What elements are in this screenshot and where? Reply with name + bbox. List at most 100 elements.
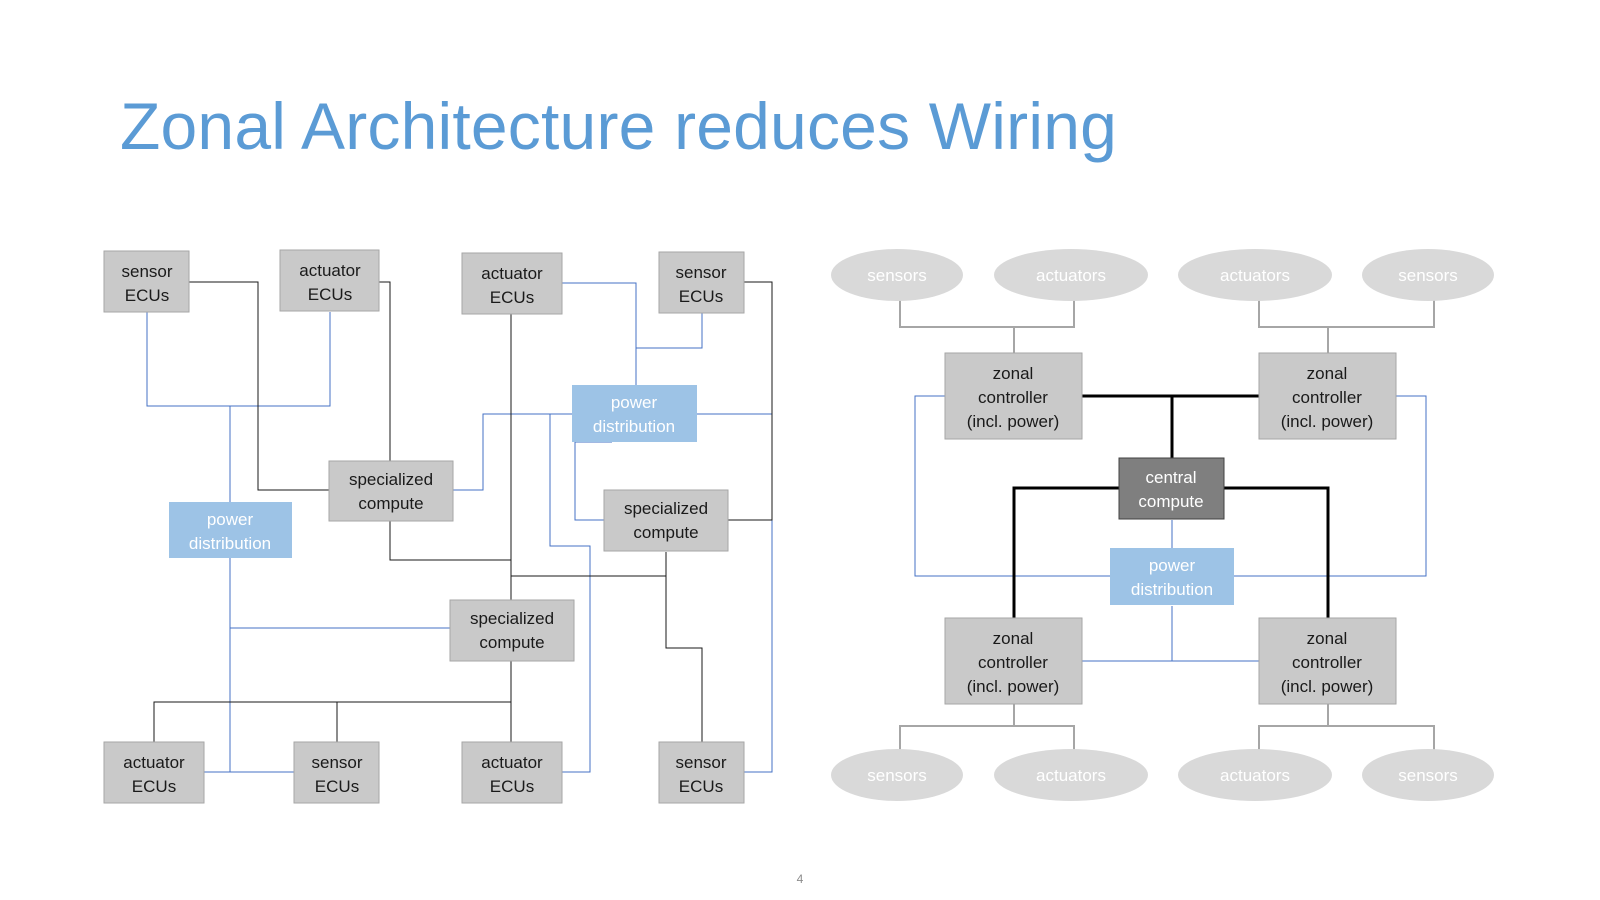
sc-label-line1: specialized <box>470 609 554 628</box>
specialized-compute-box: specialized compute <box>449 599 575 662</box>
wire <box>697 413 773 773</box>
zc-label-line3: (incl. power) <box>1281 412 1374 431</box>
ecu-box: actuator ECUs <box>103 741 205 804</box>
actuators-oval: actuators <box>1178 249 1332 301</box>
oval-label: sensors <box>867 766 927 785</box>
oval-label: sensors <box>1398 266 1458 285</box>
oval-label: actuators <box>1220 266 1290 285</box>
sensors-oval: sensors <box>831 249 963 301</box>
left-power-distribution: power distribution power distribution <box>169 385 697 558</box>
wire <box>549 414 591 773</box>
sensors-oval: sensors <box>1362 249 1494 301</box>
ecu-box: actuator ECUs <box>279 249 380 312</box>
actuators-oval: actuators <box>1178 749 1332 801</box>
wire <box>189 281 329 491</box>
oval-label: actuators <box>1036 766 1106 785</box>
zonal-controller-box: zonal controller (incl. power) <box>944 352 1083 440</box>
zc-label-line2: controller <box>978 653 1048 672</box>
wire <box>562 282 637 385</box>
zonal-controller-box: zonal controller (incl. power) <box>1258 617 1397 705</box>
sensors-oval: sensors <box>831 749 963 801</box>
central-compute-box: central compute <box>1118 457 1225 520</box>
power-distribution-box: power distribution <box>572 385 697 442</box>
ecu-label-line1: sensor <box>675 753 726 772</box>
zc-label-line2: controller <box>1292 388 1362 407</box>
sensors-oval: sensors <box>1362 749 1494 801</box>
wire <box>1012 486 1119 619</box>
power-distribution-box: power distribution <box>169 502 292 558</box>
ecu-label-line1: sensor <box>311 753 362 772</box>
ecu-label-line2: ECUs <box>315 777 359 796</box>
pd-label-line1: power <box>611 393 658 412</box>
ecu-box: sensor ECUs <box>293 741 380 804</box>
left-bottom-row: actuator ECUs sensor ECUs actuator ECUs … <box>103 741 745 804</box>
left-top-row: sensor ECUs actuator ECUs actuator ECUs … <box>103 249 745 315</box>
oval-label: sensors <box>867 266 927 285</box>
sc-label-line2: compute <box>633 523 698 542</box>
cc-label-line2: compute <box>1138 492 1203 511</box>
wire <box>728 281 773 521</box>
sc-label-line2: compute <box>479 633 544 652</box>
wire <box>453 413 572 491</box>
zc-label-line3: (incl. power) <box>967 412 1060 431</box>
ecu-label-line1: actuator <box>481 753 543 772</box>
oval-label: sensors <box>1398 766 1458 785</box>
wire <box>636 312 703 349</box>
ecu-label-line2: ECUs <box>490 288 534 307</box>
wire <box>1224 486 1330 619</box>
zonal-controller-box: zonal controller (incl. power) <box>944 617 1083 705</box>
ecu-box: actuator ECUs <box>461 252 563 315</box>
sc-label-line1: specialized <box>624 499 708 518</box>
ecu-label-line1: actuator <box>123 753 185 772</box>
wire <box>389 520 511 561</box>
left-specialized-compute: specialized compute specialized compute … <box>328 460 729 662</box>
actuators-oval: actuators <box>994 749 1148 801</box>
ecu-label-line2: ECUs <box>679 287 723 306</box>
wire <box>379 281 391 462</box>
zc-label-line1: zonal <box>993 364 1034 383</box>
ecu-box: sensor ECUs <box>103 250 190 313</box>
ecu-box: sensor ECUs <box>658 741 745 804</box>
ecu-label-line2: ECUs <box>308 285 352 304</box>
sc-label-line1: specialized <box>349 470 433 489</box>
zonal-controllers: zonal controller (incl. power) zonal con… <box>944 352 1397 705</box>
right-bottom-ovals: sensors actuators actuators sensors <box>831 749 1494 801</box>
pd-label-line2: distribution <box>189 534 271 553</box>
wire <box>1234 395 1427 577</box>
zc-label-line2: controller <box>978 388 1048 407</box>
ecu-label-line2: ECUs <box>125 286 169 305</box>
actuators-oval: actuators <box>994 249 1148 301</box>
wire <box>665 576 703 742</box>
wire <box>230 312 331 407</box>
ecu-label-line2: ECUs <box>679 777 723 796</box>
power-distribution-box: power distribution <box>1110 548 1234 605</box>
wire <box>146 312 230 407</box>
ecu-label-line1: sensor <box>675 263 726 282</box>
pd-label-line1: power <box>1149 556 1196 575</box>
oval-label: actuators <box>1036 266 1106 285</box>
oval-label: actuators <box>1220 766 1290 785</box>
specialized-compute-box: specialized compute <box>328 460 454 522</box>
wire <box>1258 300 1435 328</box>
pd-label-line1: power <box>207 510 254 529</box>
ecu-box: actuator ECUs <box>461 741 563 804</box>
ecu-label-line1: actuator <box>481 264 543 283</box>
zc-label-line1: zonal <box>993 629 1034 648</box>
wire <box>229 558 294 773</box>
ecu-label-line1: actuator <box>299 261 361 280</box>
page-number: 4 <box>796 872 804 886</box>
specialized-compute-box: specialized compute <box>603 489 729 552</box>
left-wiring <box>146 281 773 773</box>
zc-label-line1: zonal <box>1307 629 1348 648</box>
pd-label-line2: distribution <box>1131 580 1213 599</box>
wire <box>153 701 511 742</box>
zc-label-line3: (incl. power) <box>967 677 1060 696</box>
pd-label-line2: distribution <box>593 417 675 436</box>
cc-label-line1: central <box>1145 468 1196 487</box>
zc-label-line3: (incl. power) <box>1281 677 1374 696</box>
wire <box>899 300 1075 328</box>
right-top-ovals: sensors actuators actuators sensors <box>831 249 1494 301</box>
ecu-label-line2: ECUs <box>490 777 534 796</box>
slide-title: Zonal Architecture reduces Wiring <box>120 89 1118 163</box>
